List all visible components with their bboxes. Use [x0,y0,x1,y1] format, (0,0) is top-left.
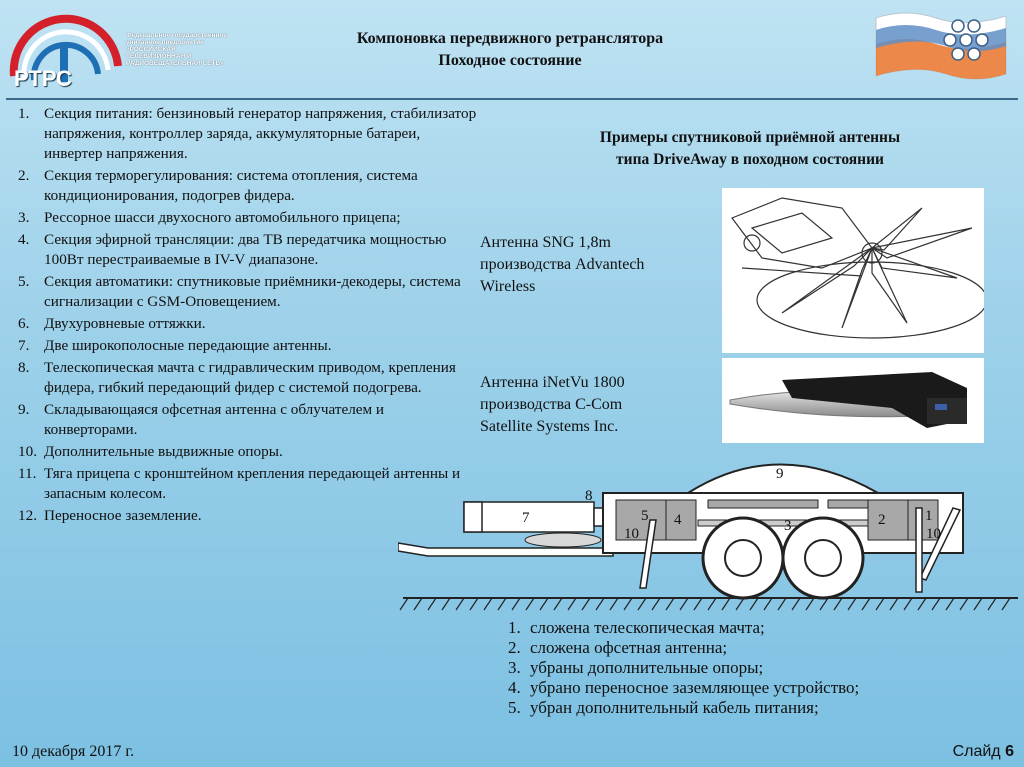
slide-date: 10 декабря 2017 г. [12,743,135,760]
rear-support [915,507,923,593]
list-item: 5.убран дополнительный кабель питания; [508,698,819,717]
list-item: 8.Телескопическая мачта с гидравлическим… [18,359,456,396]
flag-emblem-icon [875,12,1007,80]
list-item: 2.сложена офсетная антенна; [508,638,728,657]
list-item: 2.Секция терморегулирования: система ото… [18,167,418,204]
antenna-sng-image [722,188,988,353]
list-item: 1.сложена телескопическая мачта; [508,618,765,637]
label-10-front: 10 [624,526,639,542]
logo-organization-text: Федеральное государственное унитарное пр… [126,32,227,67]
ground-hatching [399,597,1011,611]
antenna-inetvu-image [722,358,984,443]
antenna-sng-caption: Антенна SNG 1,8m производства Advantech … [480,234,645,295]
spare-wheel [524,532,602,548]
list-item: 4.Секция эфирной трансляции: два ТВ пере… [18,231,447,268]
antenna-inetvu-caption: Антенна iNetVu 1800 производства C-Com S… [480,374,625,435]
label-4: 4 [674,512,682,528]
rear-support-strut [918,507,962,581]
tow-bar [398,542,614,557]
logo-abbreviation: РТРС [14,66,72,91]
section-4 [665,499,697,541]
label-10-rear: 10 [926,526,941,542]
antenna-photo-icon [729,372,967,428]
label-2: 2 [878,512,886,528]
list-item: 1.Секция питания: бензиновый генератор н… [18,105,477,162]
travel-state-list: 1.сложена телескопическая мачта; 2.сложе… [508,618,859,718]
subtitle-line: Походное состояние [438,52,582,69]
trailer-diagram: 7 8 9 5 4 3 2 1 10 10 [398,463,1018,611]
list-item: 12.Переносное заземление. [18,507,202,524]
label-7: 7 [522,510,530,526]
list-item: 5.Секция автоматики: спутниковые приёмни… [18,273,461,310]
header-divider [6,98,1018,100]
list-item: 11.Тяга прицепа с кронштейном крепления … [18,465,461,502]
logo-arc-icon [9,14,122,82]
label-3: 3 [784,518,792,534]
rtrs-logo: РТРС Федеральное государственное унитарн… [6,6,246,98]
list-item: 3.Рессорное шасси двухосного автомобильн… [18,209,401,226]
list-item: 3.убраны дополнительные опоры; [508,658,764,677]
label-9: 9 [776,466,784,482]
antenna-line-drawing-icon [731,197,988,339]
title-line: Компоновка передвижного ретранслятора [356,30,664,47]
label-8: 8 [585,488,593,504]
components-list: 1.Секция питания: бензиновый генератор н… [8,104,478,528]
section-1 [907,499,939,541]
list-item: 7.Две широкополосные передающие антенны. [18,337,332,354]
label-1: 1 [925,508,933,524]
list-item: 9.Складывающаяся офсетная антенна с облу… [18,401,385,438]
slide-number: Слайд 6 [952,743,1014,760]
label-5: 5 [641,508,649,524]
list-item: 4.убрано переносное заземляющее устройст… [508,678,860,697]
front-support [639,519,657,589]
section-3-rail [707,499,819,509]
section-2 [867,499,909,541]
slide-title: Компоновка передвижного ретранслятора По… [290,28,730,72]
list-item: 6.Двухуровневые оттяжки. [18,315,206,332]
antenna-dome [684,463,882,494]
examples-heading: Примеры спутниковой приёмной антенны тип… [599,129,901,168]
list-item: 10.Дополнительные выдвижные опоры. [18,443,283,460]
